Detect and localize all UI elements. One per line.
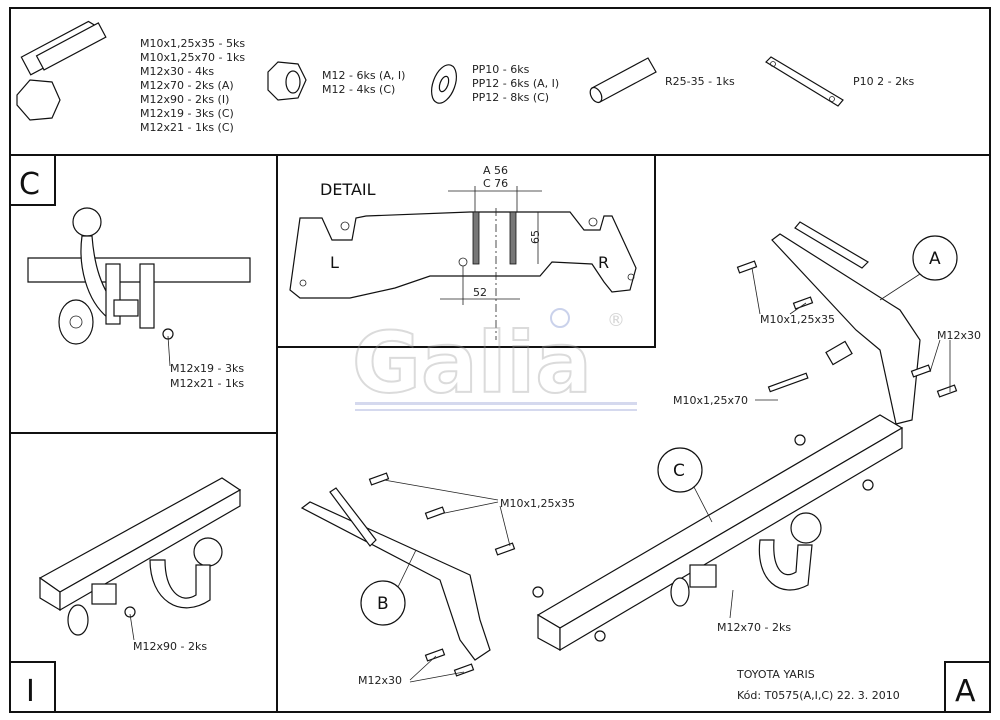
callout-c: C <box>657 447 713 523</box>
svg-text:A: A <box>929 249 941 269</box>
svg-text:M12x19 - 3ks (C): M12x19 - 3ks (C) <box>140 107 234 120</box>
svg-text:M12x21 - 1ks (C): M12x21 - 1ks (C) <box>140 121 234 134</box>
spacer-tube-icon <box>589 57 657 104</box>
nut-icon <box>267 61 307 101</box>
section-box-i <box>9 661 56 713</box>
nut-label: M12 - 4ks (C) <box>322 83 395 96</box>
towbar-main-drawing <box>300 221 958 677</box>
galia-logo: Galia ® <box>351 308 637 413</box>
callout-b: B <box>360 549 417 626</box>
panel-c-label: M12x21 - 1ks <box>170 377 244 390</box>
washer-label: PP12 - 6ks (A, I) <box>472 77 559 90</box>
section-box-a <box>944 661 991 713</box>
panel-i-label: M12x90 - 2ks <box>133 640 207 653</box>
svg-text:®: ® <box>607 310 625 331</box>
detail-dim-c: C 76 <box>483 177 508 190</box>
label-m10x125x35-right: M10x1,25x35 <box>760 313 835 326</box>
washer-icon <box>431 64 457 104</box>
svg-text:M12x90 - 2ks (I): M12x90 - 2ks (I) <box>140 93 229 106</box>
detail-title: DETAIL <box>320 180 376 199</box>
leader-lines <box>383 267 951 683</box>
section-letter-c: C <box>19 167 40 202</box>
plate-icon <box>765 56 844 107</box>
bolt-label-list: M10x1,25x35 - 5ks M10x1,25x70 - 1ks M12x… <box>140 37 245 134</box>
plate-label: P10 2 - 2ks <box>853 75 914 88</box>
svg-text:M12x70 - 2ks (A): M12x70 - 2ks (A) <box>140 79 234 92</box>
detail-left-label: L <box>330 253 339 272</box>
detail-bracket-drawing <box>289 186 637 340</box>
detail-dim-offset: 52 <box>473 286 487 299</box>
bolt-icon <box>16 20 107 121</box>
sheet-border <box>9 7 991 713</box>
towbar-c-drawing <box>27 207 251 345</box>
detail-dim-a: A 56 <box>483 164 508 177</box>
section-letter-a: A <box>955 674 976 709</box>
callout-a: A <box>879 235 958 301</box>
washer-label: PP10 - 6ks <box>472 63 530 76</box>
detail-right-label: R <box>598 253 609 272</box>
drawing-code: Kód: T0575(A,I,C) 22. 3. 2010 <box>737 689 900 702</box>
detail-dim-height: 65 <box>529 230 542 244</box>
svg-text:M10x1,25x70 - 1ks: M10x1,25x70 - 1ks <box>140 51 245 64</box>
section-letter-i: I <box>26 674 35 709</box>
section-box-c <box>9 154 56 206</box>
nut-label: M12 - 6ks (A, I) <box>322 69 405 82</box>
svg-text:B: B <box>377 594 389 614</box>
svg-text:Galia: Galia <box>352 314 592 412</box>
leader-line <box>167 335 171 367</box>
svg-text:M12x30 - 4ks: M12x30 - 4ks <box>140 65 214 78</box>
detail-panel <box>276 154 656 348</box>
label-m12x30-right: M12x30 <box>937 329 981 342</box>
panel-c-label: M12x19 - 3ks <box>170 362 244 375</box>
spacer-label: R25-35 - 1ks <box>665 75 735 88</box>
towbar-i-drawing <box>38 477 242 636</box>
label-m10x125x70: M10x1,25x70 <box>673 394 748 407</box>
label-m10x125x35-left: M10x1,25x35 <box>500 497 575 510</box>
svg-text:C: C <box>673 461 685 481</box>
leader-line <box>129 613 135 641</box>
label-m12x30-bottom: M12x30 <box>358 674 402 687</box>
label-m12x70: M12x70 - 2ks <box>717 621 791 634</box>
svg-text:M10x1,25x35 - 5ks: M10x1,25x35 - 5ks <box>140 37 245 50</box>
vehicle-name: TOYOTA YARIS <box>736 668 815 681</box>
washer-label: PP12 - 8ks (C) <box>472 91 549 104</box>
